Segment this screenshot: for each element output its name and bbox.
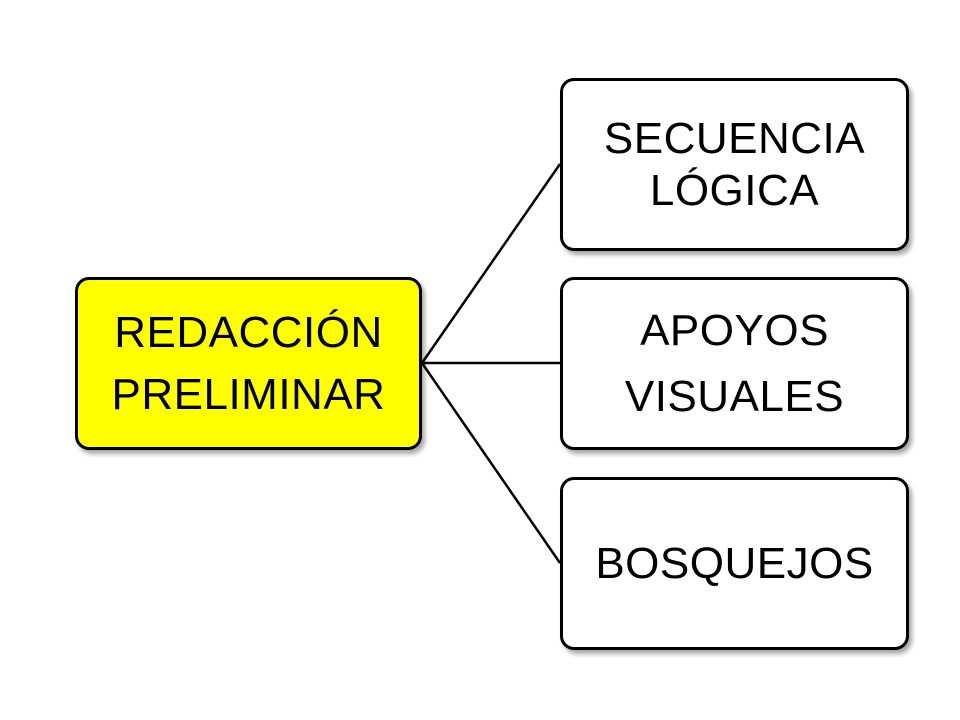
- child-node-apoyos-line-2: VISUALES: [624, 371, 845, 421]
- child-node-bosquejos: BOSQUEJOS: [560, 477, 909, 650]
- child-node-bosquejos-line-1: BOSQUEJOS: [595, 538, 874, 588]
- child-node-secuencia-line-1: SECUENCIA: [603, 113, 866, 163]
- child-node-apoyos-visuales: APOYOS VISUALES: [560, 277, 909, 450]
- child-node-apoyos-line-1: APOYOS: [640, 305, 829, 355]
- child-node-secuencia-logica: SECUENCIA LÓGICA: [560, 78, 909, 251]
- child-node-secuencia-line-2: LÓGICA: [649, 165, 820, 215]
- root-node-line-1: REDACCIÓN: [114, 307, 383, 357]
- connector-line-secuencia: [420, 163, 562, 364]
- connector-line-bosquejos: [420, 362, 562, 564]
- root-node-line-2: PRELIMINAR: [111, 369, 386, 419]
- root-node-redaccion-preliminar: REDACCIÓN PRELIMINAR: [75, 277, 422, 450]
